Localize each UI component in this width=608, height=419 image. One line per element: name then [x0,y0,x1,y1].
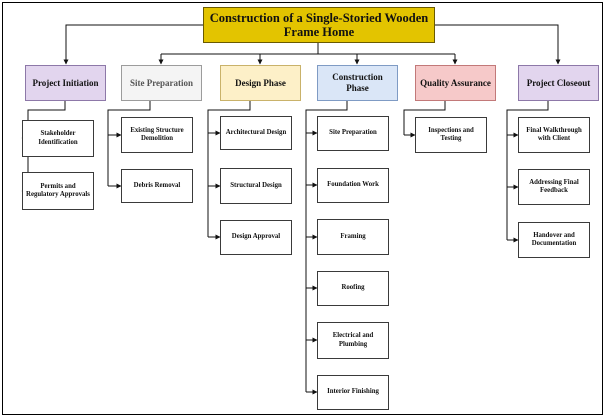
task-inspections-testing: Inspections and Testing [415,117,487,153]
task-framing: Framing [317,219,389,255]
phase-design: Design Phase [220,65,301,101]
task-design-approval: Design Approval [220,220,292,255]
connector-trunk-phase-3 [305,101,348,392]
connector-trunk-phase-4 [403,101,446,135]
task-electrical-plumbing: Electrical and Plumbing [317,322,389,359]
task-permits-approvals: Permits and Regulatory Approvals [22,172,94,210]
task-existing-structure-demolition: Existing Structure Demolition [121,117,193,153]
connector-trunk-phase-2 [207,101,251,237]
task-debris-removal: Debris Removal [121,169,193,203]
connector-root-project-initiation [63,24,203,65]
task-architectural-design: Architectural Design [220,116,292,150]
task-site-preparation: Site Preparation [317,116,389,151]
task-interior-finishing: Interior Finishing [317,375,389,410]
task-roofing: Roofing [317,271,389,306]
task-final-walkthrough: Final Walkthrough with Client [518,117,590,153]
phase-quality-assurance: Quality Assurance [415,65,496,101]
root-node: Construction of a Single-Storied Wooden … [203,7,435,43]
phase-project-initiation: Project Initiation [25,65,106,101]
phase-project-closeout: Project Closeout [518,65,599,101]
task-foundation-work: Foundation Work [317,168,389,203]
connector-trunk-phase-5 [506,101,549,240]
connector-trunk-phase-1 [107,101,151,186]
task-addressing-feedback: Addressing Final Feedback [518,169,590,205]
task-stakeholder-identification: Stakeholder Identification [22,120,94,157]
phase-construction: Construction Phase [317,65,398,101]
phase-site-preparation: Site Preparation [121,65,202,101]
task-handover-documentation: Handover and Documentation [518,222,590,258]
connector-root-project-closeout [435,24,561,65]
task-structural-design: Structural Design [220,168,292,204]
